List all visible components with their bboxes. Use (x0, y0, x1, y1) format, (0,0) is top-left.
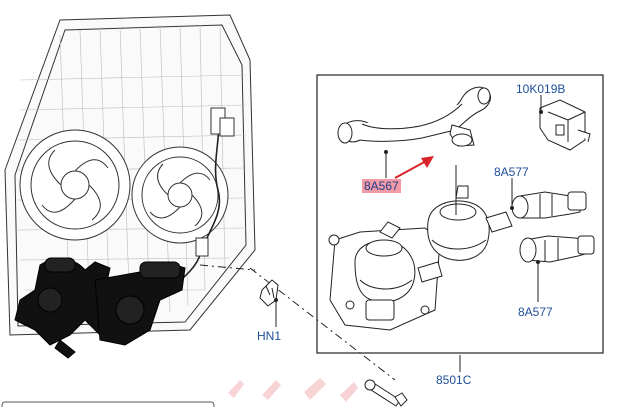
callout-sensor-bottom-8a577[interactable]: 8A577 (518, 305, 553, 319)
sensor-bottom-part (519, 235, 595, 263)
callout-bracket-10k019b[interactable]: 10K019B (516, 82, 566, 96)
red-pointer-arrow (394, 156, 434, 179)
callout-pump-8501c[interactable]: 8501C (436, 373, 472, 387)
callout-clip-hn1[interactable]: HN1 (257, 329, 282, 343)
water-pump-assembly-part (328, 185, 513, 331)
bolt-part (364, 379, 408, 407)
radiator-fan-assembly (4, 14, 256, 336)
clip-hn1-part (259, 279, 279, 307)
highlighted-pump-cluster (14, 257, 186, 359)
bracket-part (539, 99, 591, 151)
callout-hose-8a567[interactable]: 8A567 (362, 179, 401, 193)
detail-frame (316, 74, 604, 354)
leader-end-dots (274, 110, 543, 302)
sensor-top-part (511, 191, 587, 219)
callout-leaders (275, 95, 542, 372)
watermark-fragment (228, 378, 358, 402)
bottom-edge-box (1, 401, 215, 412)
callout-sensor-top-8a577[interactable]: 8A577 (494, 165, 529, 179)
coolant-hose-part (337, 86, 491, 147)
